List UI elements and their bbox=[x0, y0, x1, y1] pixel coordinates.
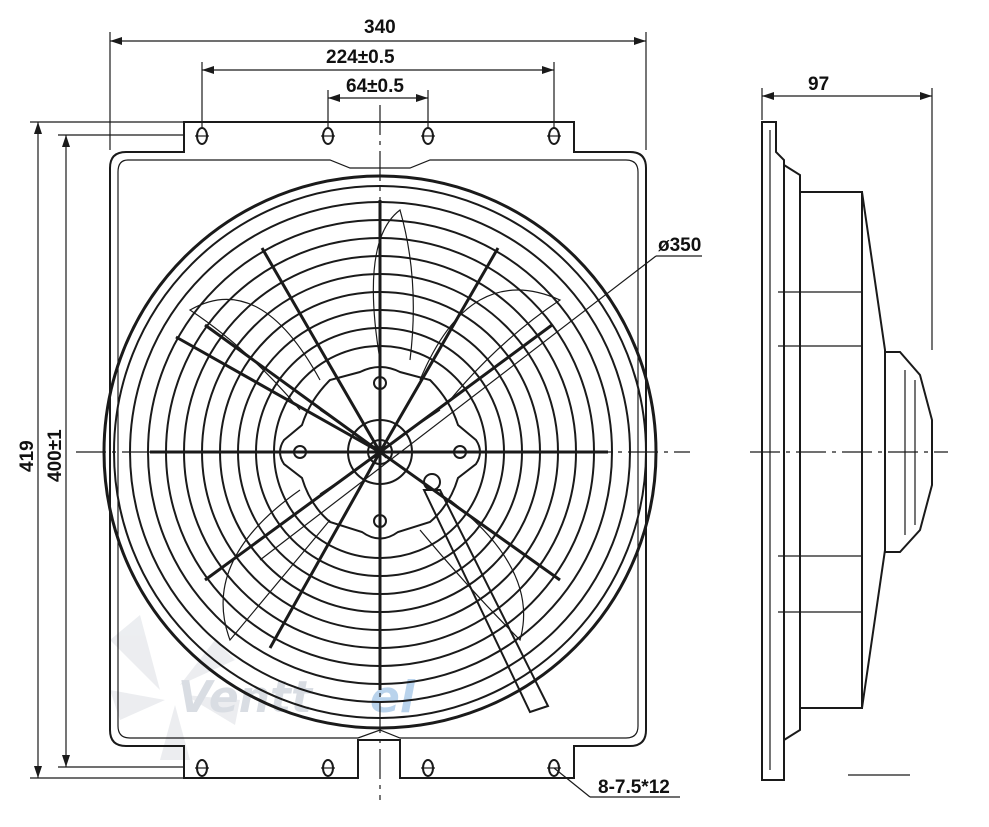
mounting-holes bbox=[195, 127, 561, 777]
frame-outline bbox=[109, 121, 647, 779]
dim-overall-width: 340 bbox=[109, 17, 647, 150]
dim-hole-spacing-outer: 224±0.5 bbox=[201, 47, 555, 128]
power-cable bbox=[422, 473, 550, 714]
dim-hole-spacing-inner: 64±0.5 bbox=[327, 76, 429, 128]
frame-inner-outline bbox=[117, 159, 639, 739]
diameter-label: ø350 bbox=[658, 235, 701, 256]
diameter-leader: ø350 bbox=[259, 235, 702, 561]
hole-top-4 bbox=[547, 127, 561, 145]
hole-top-2 bbox=[321, 127, 335, 145]
dim-mounting-holes: 8-7.5*12 bbox=[553, 767, 680, 798]
dim-overall-height-label: 419 bbox=[17, 440, 38, 472]
dim-frame-height-label: 400±1 bbox=[45, 429, 66, 482]
hole-top-1 bbox=[195, 127, 209, 145]
dim-overall-height: 419 bbox=[17, 121, 184, 779]
hole-bottom-3 bbox=[421, 759, 435, 777]
dim-side-depth: 97 bbox=[761, 74, 933, 350]
dim-overall-width-label: 340 bbox=[364, 17, 396, 38]
watermark-text-accent: el bbox=[370, 672, 416, 723]
dim-side-depth-label: 97 bbox=[808, 74, 829, 95]
dim-mounting-holes-label: 8-7.5*12 bbox=[598, 777, 670, 798]
side-view: 97 bbox=[750, 74, 948, 781]
center-lines bbox=[76, 105, 690, 800]
dim-frame-height: 400±1 bbox=[45, 134, 184, 768]
dimension-annotations: 340 224±0.5 64±0.5 419 bbox=[17, 17, 680, 798]
hole-bottom-2 bbox=[321, 759, 335, 777]
dim-hole-spacing-outer-label: 224±0.5 bbox=[326, 47, 395, 68]
front-view: ø350 bbox=[76, 105, 702, 800]
hole-top-3 bbox=[421, 127, 435, 145]
dim-hole-spacing-inner-label: 64±0.5 bbox=[346, 76, 404, 97]
hole-bottom-1 bbox=[195, 759, 209, 777]
